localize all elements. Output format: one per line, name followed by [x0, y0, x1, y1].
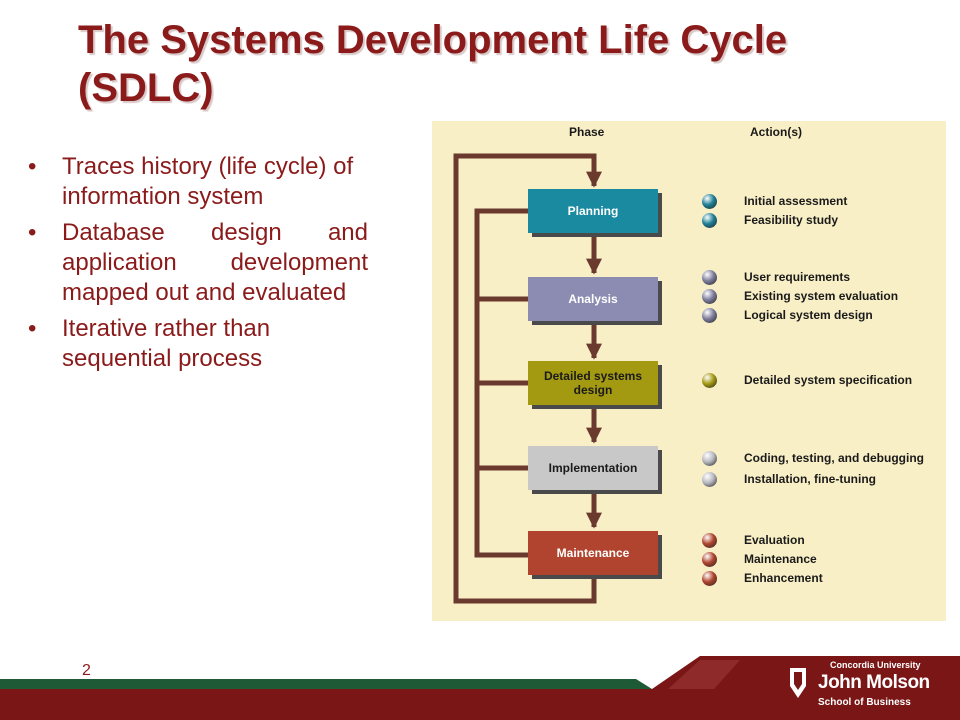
- bullet-ball-icon: [702, 213, 717, 228]
- action-text: Initial assessment: [744, 194, 848, 208]
- phase-analysis: Analysis: [528, 277, 658, 321]
- phase-maintenance: Maintenance: [528, 531, 658, 575]
- action-item: Maintenance: [702, 551, 942, 570]
- actions-maintenance: Evaluation Maintenance Enhancement: [702, 532, 942, 589]
- action-item: Installation, fine-tuning: [702, 471, 942, 490]
- bullet-ball-icon: [702, 308, 717, 323]
- phase-label: Analysis: [568, 292, 618, 306]
- action-item: Logical system design: [702, 307, 942, 326]
- logo-shield-icon: [790, 668, 806, 698]
- bullet-ball-icon: [702, 533, 717, 548]
- action-text: Existing system evaluation: [744, 289, 899, 303]
- phase-label: Implementation: [548, 461, 638, 475]
- action-item: Feasibility study: [702, 212, 942, 231]
- action-text: Feasibility study: [744, 213, 839, 227]
- action-text: Installation, fine-tuning: [744, 472, 876, 486]
- logo-school-name: John Molson: [818, 672, 930, 693]
- bullet-list: • Traces history (life cycle) of informa…: [28, 152, 368, 380]
- bullet-text: Traces history (life cycle) of informati…: [62, 153, 354, 210]
- bullet-item: • Iterative rather than sequential proce…: [28, 314, 368, 374]
- action-text: Detailed system specification: [744, 373, 913, 387]
- bullet-ball-icon: [702, 270, 717, 285]
- action-item: User requirements: [702, 269, 942, 288]
- bullet-dot: •: [28, 219, 37, 246]
- footer-light-wedge: [668, 660, 740, 689]
- phase-planning: Planning: [528, 189, 658, 233]
- logo-school-subtitle: School of Business: [818, 697, 911, 708]
- logo-shield-notch: [794, 672, 802, 690]
- action-text: User requirements: [744, 270, 851, 284]
- bullet-ball-icon: [702, 289, 717, 304]
- actions-analysis: User requirements Existing system evalua…: [702, 269, 942, 326]
- bullet-text: Database design and application developm…: [62, 219, 368, 306]
- bullet-item: • Traces history (life cycle) of informa…: [28, 152, 368, 212]
- footer-maroon-band: [0, 656, 960, 720]
- phase-detailed-systems-design: Detailed systems design: [528, 361, 658, 405]
- bullet-ball-icon: [702, 451, 717, 466]
- logo-university: Concordia University: [830, 660, 921, 670]
- action-item: Initial assessment: [702, 193, 942, 212]
- action-text: Coding, testing, and debugging: [744, 451, 924, 465]
- actions-planning: Initial assessment Feasibility study: [702, 193, 942, 231]
- phase-column-header: Phase: [569, 125, 605, 139]
- action-item: Coding, testing, and debugging: [702, 450, 942, 471]
- phase-label: Maintenance: [556, 546, 630, 560]
- action-text: Evaluation: [744, 533, 805, 547]
- action-item: Enhancement: [702, 570, 942, 589]
- actions-detailed-systems-design: Detailed system specification: [702, 372, 942, 391]
- action-item: Detailed system specification: [702, 372, 942, 391]
- phase-implementation: Implementation: [528, 446, 658, 490]
- bullet-ball-icon: [702, 571, 717, 586]
- page-number: 2: [82, 662, 91, 679]
- bullet-text: Iterative rather than sequential process: [62, 315, 271, 372]
- bullet-dot: •: [28, 153, 37, 180]
- bullet-ball-icon: [702, 552, 717, 567]
- feedback-outer-loop: [453, 153, 603, 604]
- phase-label: Detailed systems design: [543, 369, 643, 397]
- sdlc-connectors: [453, 153, 603, 604]
- sdlc-diagram: Phase Action(s) Planning Analysis Detail…: [432, 121, 946, 621]
- bullet-ball-icon: [702, 194, 717, 209]
- slide-title: The Systems Development Life Cycle (SDLC…: [78, 18, 788, 110]
- action-item: Evaluation: [702, 532, 942, 551]
- actions-implementation: Coding, testing, and debugging Installat…: [702, 450, 942, 490]
- footer-green-stripe: [0, 679, 652, 689]
- bullet-item: • Database design and application develo…: [28, 218, 368, 308]
- action-item: Existing system evaluation: [702, 288, 942, 307]
- phase-label: Planning: [567, 204, 619, 218]
- bullet-ball-icon: [702, 472, 717, 487]
- action-text: Logical system design: [744, 308, 873, 322]
- bullet-ball-icon: [702, 373, 717, 388]
- action-text: Enhancement: [744, 571, 823, 585]
- action-column-header: Action(s): [750, 125, 802, 139]
- bullet-dot: •: [28, 315, 37, 342]
- action-text: Maintenance: [744, 552, 817, 566]
